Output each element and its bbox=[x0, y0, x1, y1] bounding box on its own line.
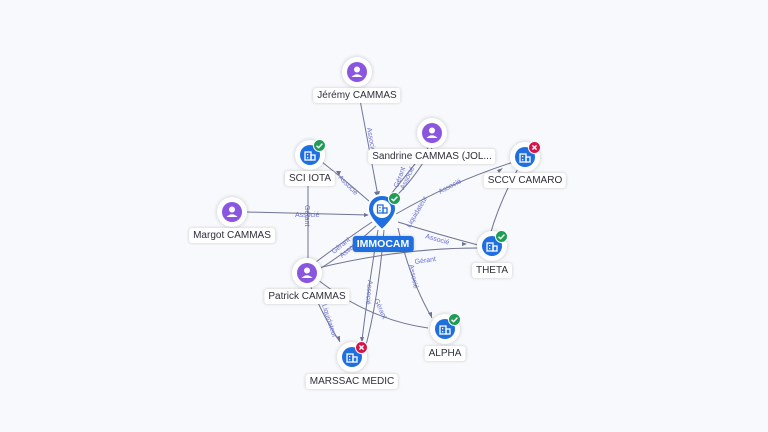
person-icon bbox=[422, 123, 442, 143]
company-node-sci-iota[interactable] bbox=[295, 139, 326, 170]
active-check-icon bbox=[313, 139, 326, 152]
node-label-margot[interactable]: Margot CAMMAS bbox=[189, 228, 275, 243]
person-node-patrick[interactable] bbox=[292, 258, 322, 288]
edge-sccv-theta bbox=[489, 164, 521, 236]
node-label-alpha[interactable]: ALPHA bbox=[424, 346, 466, 361]
node-label-marssac-medic[interactable]: MARSSAC MEDIC bbox=[305, 374, 399, 389]
person-icon bbox=[347, 62, 367, 82]
edge-label-margot: Associé bbox=[295, 212, 320, 219]
edge-label-marssac-gerant: Gérant bbox=[372, 298, 387, 320]
company-node-sccv-camaro[interactable] bbox=[510, 141, 541, 172]
person-node-sandrine[interactable] bbox=[417, 118, 447, 148]
edge-label-theta: Associé bbox=[424, 233, 450, 247]
edge-label-alpha: Associé bbox=[407, 264, 419, 290]
closed-x-icon bbox=[355, 341, 368, 354]
person-node-margot[interactable] bbox=[217, 197, 247, 227]
person-icon bbox=[297, 263, 317, 283]
edge-label-sci-patrick: Gérant bbox=[303, 205, 310, 226]
person-node-jeremy[interactable] bbox=[342, 57, 372, 87]
focus-company-label[interactable]: IMMOCAM bbox=[352, 236, 414, 252]
edge-label-jeremy: Associé bbox=[365, 127, 376, 152]
node-label-sccv-camaro[interactable]: SCCV CAMARO bbox=[483, 173, 567, 188]
edge-patrick-theta bbox=[317, 247, 479, 269]
focus-company-pin[interactable] bbox=[366, 192, 401, 232]
edge-sci-iota-immocam bbox=[321, 161, 371, 203]
active-check-icon bbox=[495, 230, 508, 243]
edge-jeremy-immocam bbox=[359, 99, 379, 197]
company-node-alpha[interactable] bbox=[430, 313, 461, 344]
active-check-icon bbox=[448, 313, 461, 326]
company-node-theta[interactable] bbox=[477, 230, 508, 261]
edge-label-sci-iota: Associé bbox=[337, 174, 359, 196]
edge-label-liquidateur: Liquidateur bbox=[406, 195, 430, 229]
node-label-sci-iota[interactable]: SCI IOTA bbox=[284, 171, 336, 186]
edge-immocam-theta bbox=[397, 221, 479, 246]
active-check-icon bbox=[388, 192, 401, 205]
edge-patrick-immocam bbox=[311, 221, 373, 266]
edge-label-patrick-marssac: Liquidateur bbox=[320, 303, 338, 339]
node-label-jeremy[interactable]: Jérémy CAMMAS bbox=[313, 88, 401, 103]
edge-label-gerant-theta: Gérant bbox=[414, 256, 436, 266]
closed-x-icon bbox=[528, 141, 541, 154]
company-node-marssac-medic[interactable] bbox=[337, 341, 368, 372]
edge-label-marssac-associe: Associé bbox=[364, 280, 373, 305]
person-icon bbox=[222, 202, 242, 222]
building-icon bbox=[376, 204, 388, 214]
edge-patrick-alpha bbox=[317, 279, 429, 329]
node-label-sandrine[interactable]: Sandrine CAMMAS (JOL... bbox=[368, 149, 496, 164]
node-label-theta[interactable]: THETA bbox=[471, 263, 513, 278]
edge-immocam-sccv bbox=[395, 159, 521, 215]
edge-label-sccv: Associé bbox=[438, 178, 463, 196]
node-label-patrick[interactable]: Patrick CAMMAS bbox=[264, 289, 350, 304]
